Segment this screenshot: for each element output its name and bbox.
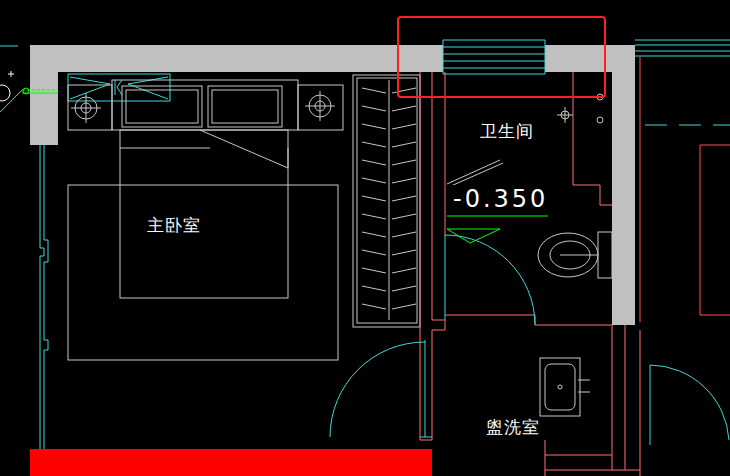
- room-label: 主卧室: [145, 215, 203, 236]
- level-symbol: [447, 216, 548, 217]
- bathroom-fixtures: [598, 232, 612, 278]
- partition-wall: [612, 325, 613, 470]
- door-swing: [445, 235, 535, 325]
- window-symbol: [443, 54, 545, 55]
- partition-wall: [535, 315, 612, 325]
- bed-furniture: [208, 86, 282, 127]
- partition-wall: [640, 330, 641, 476]
- selection-box: [398, 17, 605, 97]
- door-swing: [425, 340, 426, 437]
- highlight-bar: [30, 449, 432, 476]
- wardrobe: [353, 75, 420, 327]
- partition-wall: [545, 455, 612, 456]
- door-swing: [420, 437, 432, 438]
- bed-furniture: [212, 90, 278, 123]
- left-wall-lines: [0, 46, 48, 449]
- right-neighbour: [700, 145, 701, 315]
- window-symbol: [443, 40, 545, 74]
- ac-unit: [23, 88, 29, 94]
- right-neighbour: [700, 145, 730, 146]
- bathroom-fixtures: [545, 364, 575, 410]
- left-wall-lines: [0, 46, 18, 47]
- ac-unit: [0, 85, 10, 101]
- bathroom-fixtures: [447, 94, 612, 416]
- wall: [545, 45, 635, 325]
- bed-furniture: [320, 91, 321, 121]
- left-wall-lines: [44, 145, 48, 449]
- partition-wall: [420, 72, 640, 476]
- bed-furniture: [112, 80, 298, 130]
- bed-furniture: [122, 86, 202, 127]
- bathroom-fixtures: [578, 392, 590, 393]
- partition-wall: [545, 440, 546, 476]
- right-neighbour: [635, 45, 730, 46]
- bathroom-fixtures: [597, 117, 603, 123]
- highlight-bar: [30, 449, 432, 476]
- right-neighbour: [635, 40, 730, 125]
- bed-furniture: [68, 80, 343, 360]
- bed-furniture: [200, 130, 288, 168]
- bathroom-fixtures: [560, 255, 598, 256]
- selection-box: [398, 17, 605, 97]
- bed-furniture: [126, 90, 198, 123]
- ac-unit: [11, 71, 12, 77]
- right-neighbour: [635, 51, 730, 52]
- level-symbol: [447, 229, 500, 243]
- bed-furniture: [298, 85, 343, 130]
- right-neighbour: [635, 40, 730, 322]
- right-neighbour: [640, 57, 730, 322]
- window-symbol: [443, 40, 444, 74]
- ac-unit: [22, 90, 58, 91]
- bed-furniture: [120, 130, 288, 298]
- ac-unit: [70, 77, 110, 99]
- wardrobe: [362, 88, 416, 309]
- level-symbol: [447, 216, 548, 243]
- room-label: 卫生间: [478, 121, 536, 142]
- bathroom-fixtures: [451, 163, 503, 186]
- door-swing: [650, 365, 651, 445]
- left-wall-lines: [40, 145, 44, 449]
- window-symbol: [545, 40, 546, 74]
- partition-wall: [545, 470, 640, 471]
- window-symbol: [443, 68, 545, 69]
- window-symbol: [443, 74, 545, 75]
- right-neighbour: [635, 40, 730, 41]
- window-symbol: [443, 47, 545, 48]
- bathroom-fixtures: [540, 358, 580, 416]
- bathroom-fixtures: [578, 380, 590, 381]
- bathroom-fixtures: [447, 160, 500, 184]
- right-neighbour: [635, 56, 730, 57]
- door-swing: [330, 342, 425, 437]
- ac-unit: [117, 80, 122, 95]
- partition-wall: [445, 315, 535, 316]
- window-symbol: [443, 40, 545, 41]
- level-mark: -0.350: [451, 185, 550, 213]
- partition-wall: [573, 72, 612, 205]
- partition-wall: [420, 72, 445, 440]
- ac-unit: [115, 80, 116, 95]
- bathroom-fixtures: [565, 107, 566, 123]
- bed-furniture: [68, 185, 338, 360]
- bathroom-fixtures: [538, 233, 598, 277]
- room-label: 盥洗室: [484, 417, 542, 438]
- bed-furniture: [120, 148, 210, 149]
- wardrobe: [389, 80, 390, 320]
- bed-furniture: [68, 85, 112, 130]
- door-swing: [330, 235, 729, 445]
- right-neighbour: [700, 315, 730, 316]
- window-symbol: [443, 61, 545, 62]
- wardrobe: [353, 75, 420, 327]
- door-swing: [650, 365, 729, 440]
- wardrobe: [357, 78, 417, 323]
- right-neighbour: [640, 57, 641, 322]
- partition-wall: [420, 72, 421, 330]
- bathroom-fixtures: [558, 385, 562, 389]
- bed-furniture: [86, 93, 87, 123]
- ac-unit: [0, 71, 170, 112]
- right-neighbour: [645, 125, 730, 126]
- partition-wall: [625, 325, 626, 470]
- door-swing: [445, 235, 446, 320]
